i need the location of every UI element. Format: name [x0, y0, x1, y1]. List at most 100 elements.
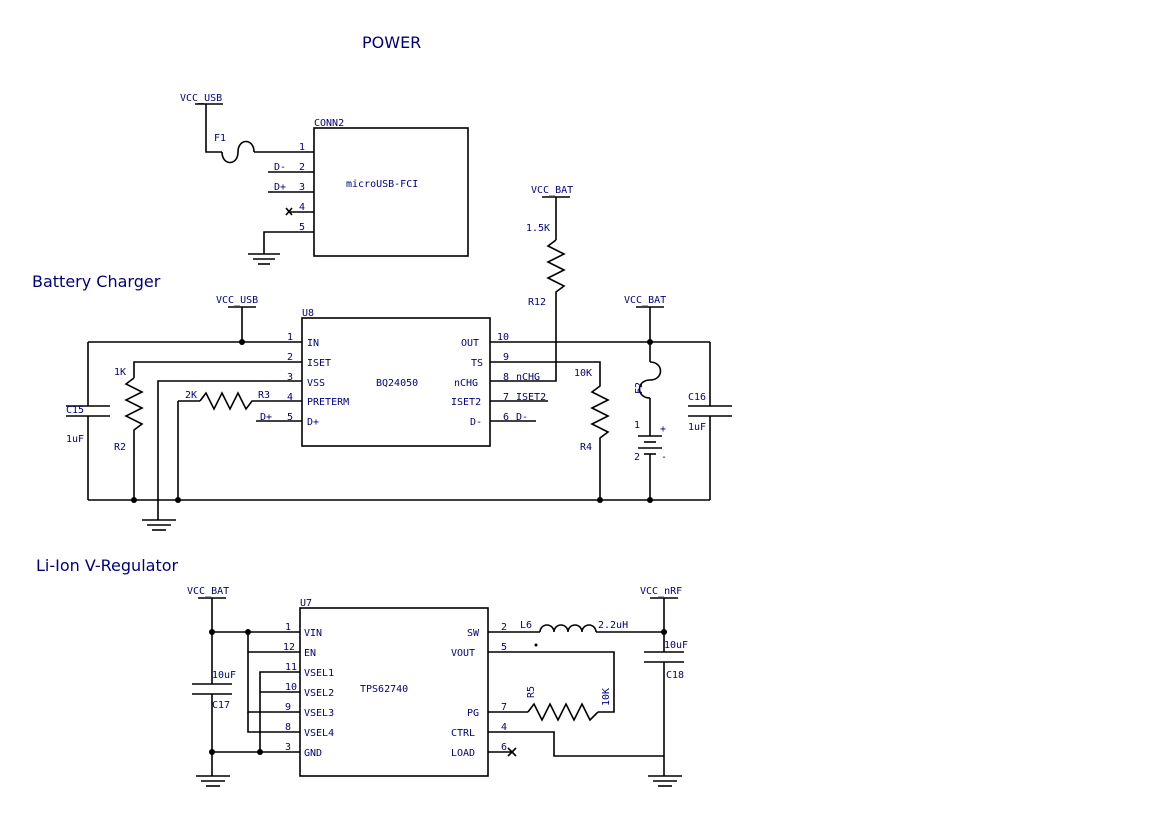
- conn-pin-5: 5: [299, 222, 305, 233]
- r5-resistor-symbol: [527, 702, 599, 722]
- r3-ref: R3: [258, 390, 270, 401]
- net-d-minus-label: D-: [516, 412, 528, 423]
- nchg-wire: [490, 300, 557, 382]
- charger-vcc-usb-label: VCC_USB: [216, 295, 258, 306]
- l6-ref: L6: [520, 620, 532, 631]
- charger-vcc-bat-label: VCC_BAT: [624, 295, 666, 306]
- battery-minus: -: [661, 452, 667, 463]
- conn-pin4-noconnect-b: [285, 207, 293, 216]
- u7-pin-num: 4: [501, 722, 507, 733]
- u7-pin-name: VSEL2: [304, 688, 334, 699]
- vcc-usb-wire: [205, 104, 222, 153]
- u8-pin-num: 6: [503, 412, 509, 423]
- r12-resistor-symbol: [546, 239, 566, 300]
- battery-plus: +: [660, 424, 666, 435]
- iset-wire: [133, 361, 302, 378]
- u8-pin-num: 2: [287, 352, 293, 363]
- r2-resistor-symbol: [124, 377, 144, 440]
- u7-pin-name: VIN: [304, 628, 322, 639]
- u7-pin-num: 12: [283, 642, 295, 653]
- junction-dot: [175, 497, 181, 503]
- reg-vcc-bat-label: VCC_BAT: [187, 586, 229, 597]
- regulator-title: Li-Ion V-Regulator: [36, 556, 179, 575]
- junction-dot: [257, 749, 263, 755]
- u8-pin-num: 4: [287, 392, 293, 403]
- vsel4-wire: [247, 712, 300, 733]
- u7-pin-name: EN: [304, 648, 316, 659]
- u7-pin-num: 7: [501, 702, 507, 713]
- u8-pin-num: 9: [503, 352, 509, 363]
- charger-title: Battery Charger: [32, 272, 161, 291]
- fuse-f1-symbol: [221, 140, 255, 164]
- u8-pin-name: ISET: [307, 358, 331, 369]
- u8-pin-name: VSS: [307, 378, 325, 389]
- u7-pin-num: 5: [501, 642, 507, 653]
- l6-polarity-dot: [534, 643, 538, 647]
- u7-pin-name: VSEL1: [304, 668, 334, 679]
- conn-pin5-wire: [263, 231, 314, 254]
- u7-pin-name: GND: [304, 748, 322, 759]
- net-d-plus-label: D+: [260, 412, 272, 423]
- u7-pin-num: 2: [501, 622, 507, 633]
- net-d-minus: D-: [274, 162, 286, 173]
- vcc-usb-label: VCC_USB: [180, 93, 222, 104]
- c16-value: 1uF: [688, 422, 706, 433]
- u8-ref: U8: [302, 308, 314, 319]
- u8-pin-num: 7: [503, 392, 509, 403]
- conn-pin-4: 4: [299, 202, 305, 213]
- ctrl-wire: [488, 731, 664, 757]
- u7-pin-num: 6: [501, 742, 507, 753]
- r5-ref: R5: [526, 686, 537, 698]
- conn-pin-2: 2: [299, 162, 305, 173]
- u7-pin-name: LOAD: [451, 748, 475, 759]
- conn2-ref: CONN2: [314, 118, 344, 129]
- u8-pin-num: 5: [287, 412, 293, 423]
- vout-wire: [488, 651, 615, 713]
- u7-pin-name: VOUT: [451, 648, 475, 659]
- charger-section: VCC_USB U8 BQ24050 1 IN 2 ISET 3 VSS 4 P…: [66, 185, 732, 531]
- conn-pin-3: 3: [299, 182, 305, 193]
- u7-pin-name: VSEL3: [304, 708, 334, 719]
- fuse-f2-label: F2: [634, 382, 645, 394]
- power-section: VCC_USB F1 CONN2 microUSB-FCI 1 2 D- 3 D…: [180, 93, 469, 265]
- u8-pin-name: nCHG: [454, 378, 478, 389]
- ts-wire: [490, 361, 601, 378]
- r4-resistor-symbol: [590, 378, 610, 500]
- r5-value: 10K: [601, 688, 612, 706]
- u8-pin-num: 3: [287, 372, 293, 383]
- regulator-section: VCC_BAT 10uF C17 U7 TPS62740 1 VIN 12 EN…: [187, 586, 688, 787]
- vcc-nrf-label: VCC_nRF: [640, 586, 682, 597]
- u8-pin-name: OUT: [461, 338, 479, 349]
- u7-pin-name: VSEL4: [304, 728, 334, 739]
- u8-part: BQ24050: [376, 378, 418, 389]
- u7-ref: U7: [300, 598, 312, 609]
- battery-pin2: 2: [634, 452, 640, 463]
- u7-pin-name: CTRL: [451, 728, 475, 739]
- fuse-f1-label: F1: [214, 133, 226, 144]
- conn2-body: [313, 127, 469, 257]
- power-title: POWER: [362, 33, 421, 52]
- u7-pin-num: 1: [285, 622, 291, 633]
- u8-pin-num: 8: [503, 372, 509, 383]
- c16-ref: C16: [688, 392, 706, 403]
- junction-dot: [597, 497, 603, 503]
- c18-ref: C18: [666, 670, 684, 681]
- c17-value: 10uF: [212, 670, 236, 681]
- u7-pin-num: 3: [285, 742, 291, 753]
- r2-ref: R2: [114, 442, 126, 453]
- c18-value: 10uF: [664, 640, 688, 651]
- u8-body: [301, 317, 491, 447]
- u7-pin-num: 9: [285, 702, 291, 713]
- conn-pin-1: 1: [299, 142, 305, 153]
- c15-value: 1uF: [66, 434, 84, 445]
- r4-ref: R4: [580, 442, 592, 453]
- u7-pin-name: SW: [467, 628, 480, 639]
- l6-value: 2.2uH: [598, 620, 628, 631]
- u7-pin-num: 10: [285, 682, 297, 693]
- c17-ref: C17: [212, 700, 230, 711]
- battery-pin1: 1: [634, 420, 640, 431]
- u8-pin-name: ISET2: [451, 397, 481, 408]
- vsel1-wire: [259, 671, 300, 752]
- u7-pin-num: 11: [285, 662, 297, 673]
